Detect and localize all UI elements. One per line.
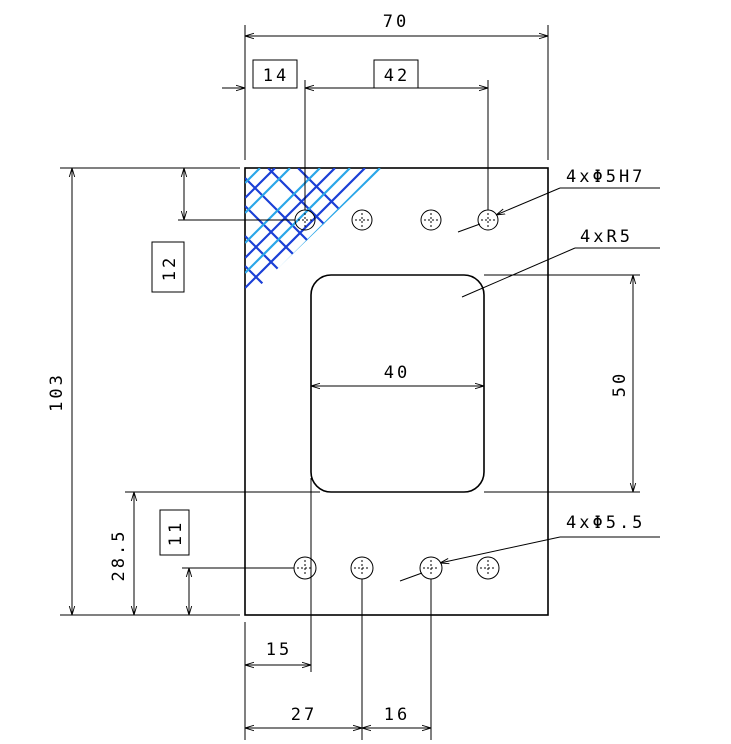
callout-corner-radius: 4xR5 <box>580 227 633 247</box>
dim-window-width: 40 <box>384 363 410 383</box>
corner-hatching <box>245 168 382 300</box>
dim-lower-hole-offset-y: 11 <box>166 520 186 546</box>
dim-hole-offset-y: 12 <box>160 255 180 281</box>
upper-hole-2 <box>351 209 373 231</box>
dim-lower-hole-height: 28.5 <box>109 529 129 582</box>
dim-lower-hole-offset-x: 15 <box>266 640 292 660</box>
box-dim-12 <box>151 241 185 293</box>
upper-holes <box>294 209 499 231</box>
plate-outline <box>244 167 549 616</box>
upper-hole-3 <box>420 209 442 231</box>
lower-holes <box>293 556 500 580</box>
box-dim-42 <box>373 59 419 89</box>
dim-lower-hole-pitch: 16 <box>384 705 410 725</box>
box-dim-14 <box>252 59 298 89</box>
dim-overall-width: 70 <box>383 12 409 32</box>
callout-lower-holes: 4xΦ5.5 <box>566 513 645 533</box>
dim-window-height: 50 <box>610 371 630 397</box>
callout-upper-holes: 4xΦ5H7 <box>566 167 645 187</box>
dimension-lines <box>72 36 633 728</box>
box-dim-11 <box>159 509 190 556</box>
dim-hole-offset-x: 14 <box>263 66 289 86</box>
lower-hole-4 <box>476 556 500 580</box>
extension-lines <box>60 25 640 740</box>
center-window <box>310 274 485 493</box>
callout-leaders <box>399 187 660 582</box>
dim-lower-hole-x2: 27 <box>291 705 317 725</box>
dim-overall-height: 103 <box>47 372 67 412</box>
dim-hole-pitch-span: 42 <box>384 66 410 86</box>
